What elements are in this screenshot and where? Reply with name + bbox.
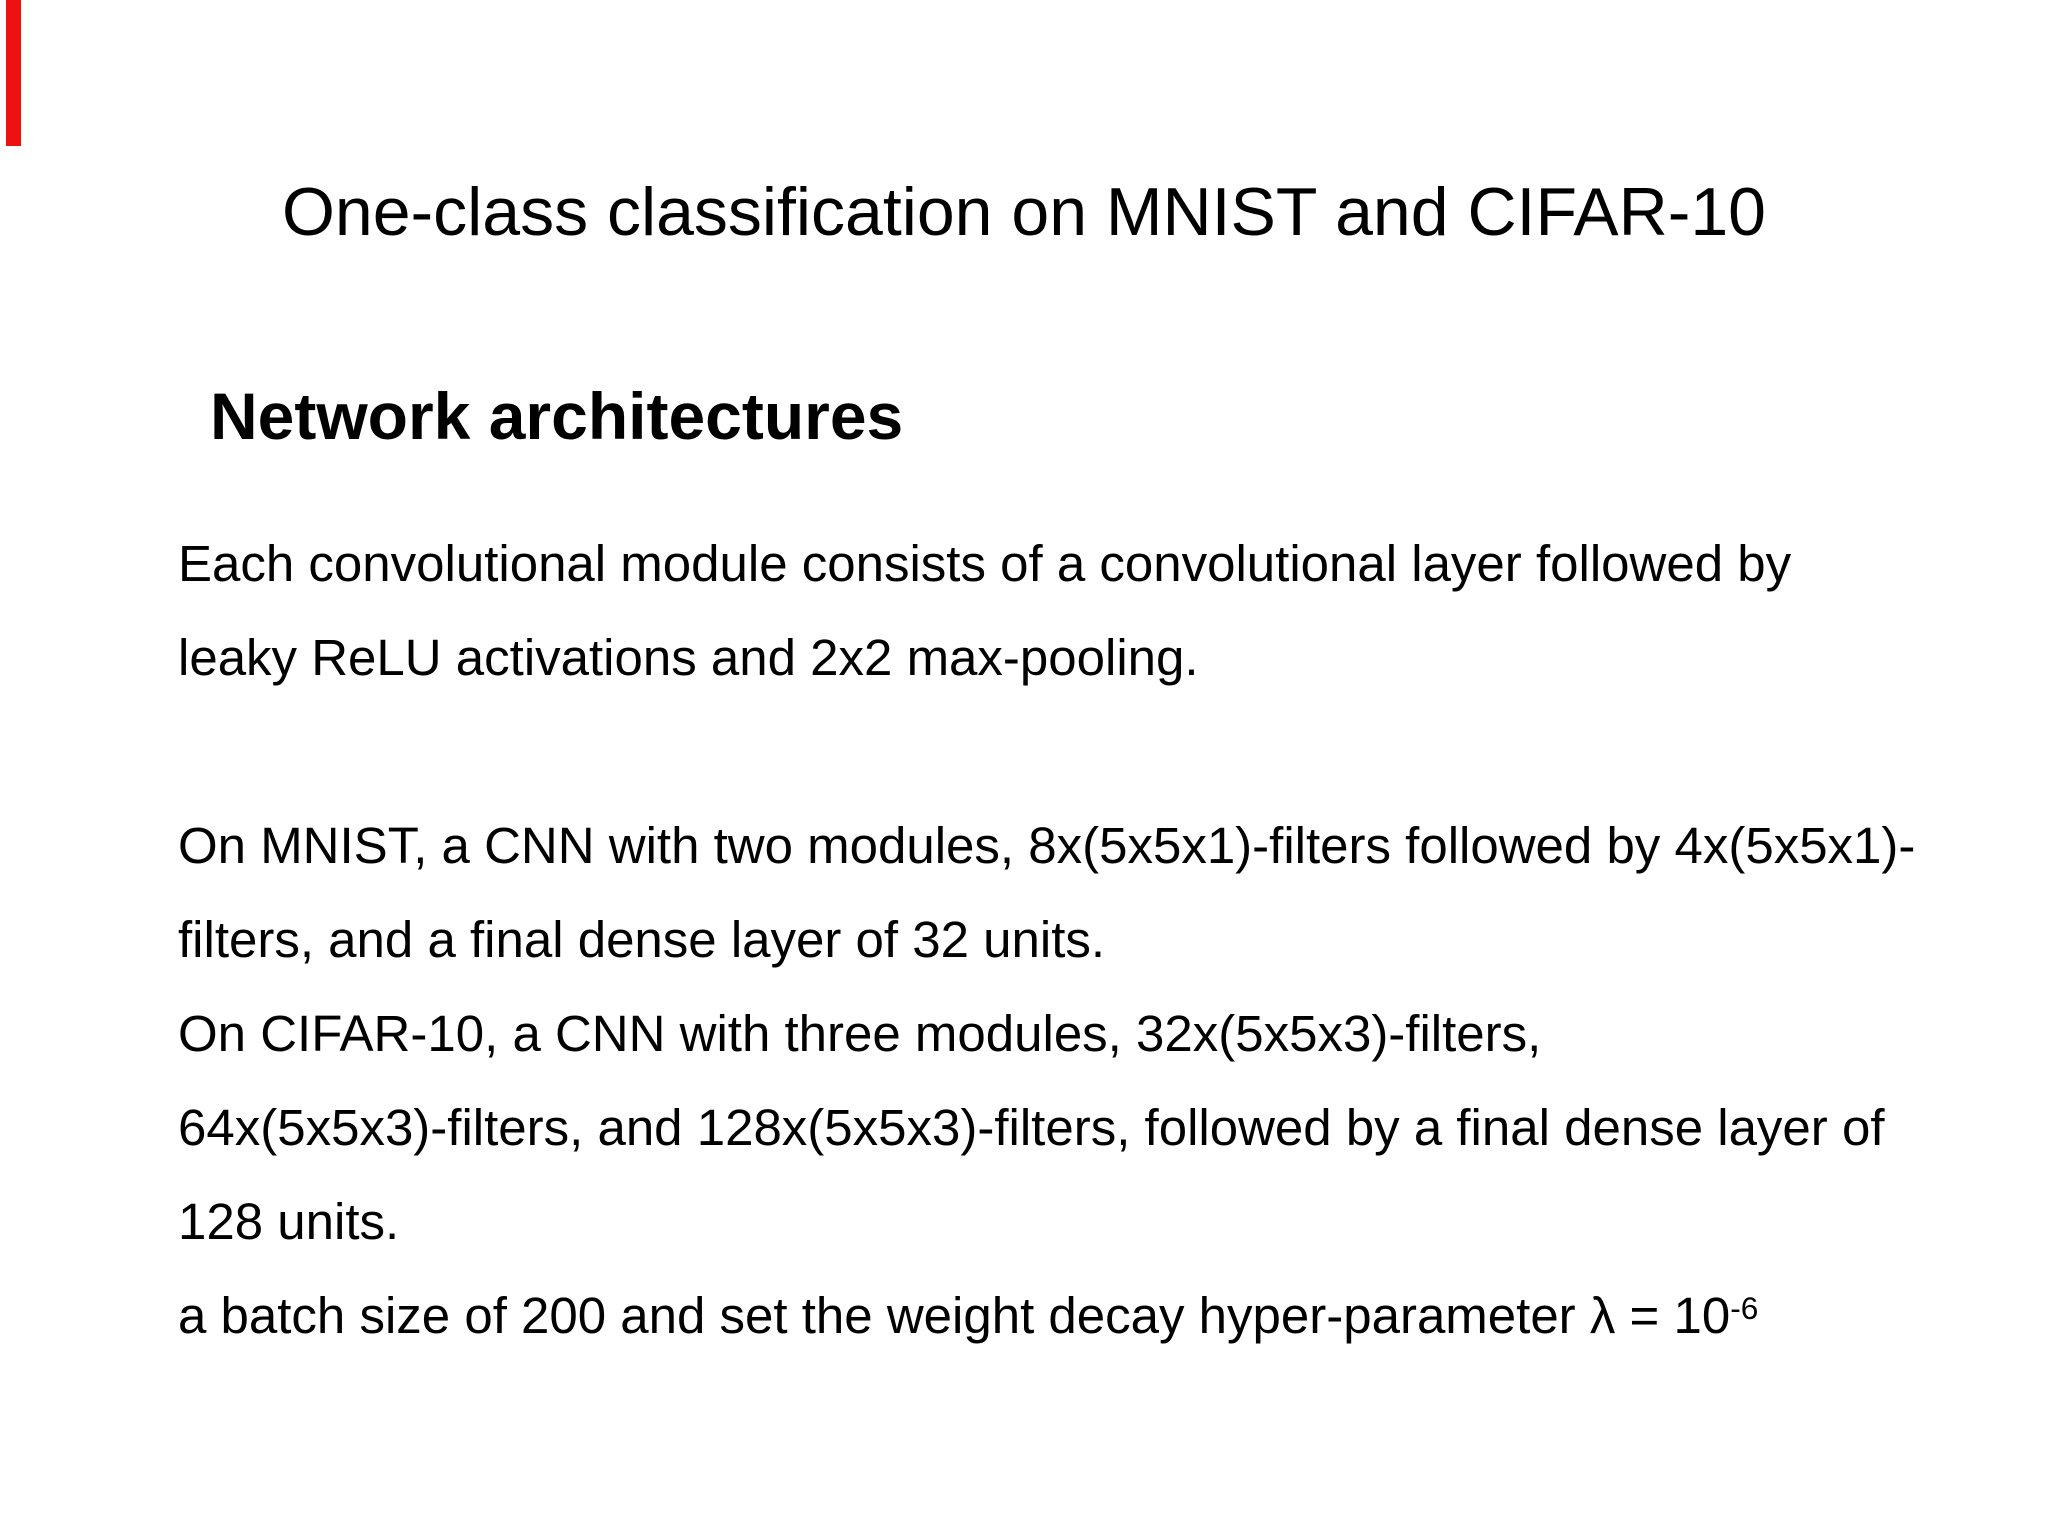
- text-line: On MNIST, a CNN with two modules, 8x(5x5…: [178, 817, 1916, 874]
- text-line: filters, and a final dense layer of 32 u…: [178, 911, 1106, 968]
- text-line: Each convolutional module consists of a …: [178, 535, 1792, 592]
- text-line: leaky ReLU activations and 2x2 max-pooli…: [178, 629, 1199, 686]
- paragraph-intro: Each convolutional module consists of a …: [178, 517, 1791, 705]
- text-line: 64x(5x5x3)-filters, and 128x(5x5x3)-filt…: [178, 1099, 1885, 1156]
- text-line-lambda: a batch size of 200 and set the weight d…: [178, 1269, 1915, 1369]
- lambda-exponent: -6: [1730, 1289, 1759, 1326]
- red-accent-bar: [6, 0, 21, 146]
- slide-title: One-class classification on MNIST and CI…: [282, 174, 1766, 250]
- section-heading: Network architectures: [210, 379, 904, 453]
- text-line: 128 units.: [178, 1193, 400, 1250]
- text-line: On CIFAR-10, a CNN with three modules, 3…: [178, 1005, 1542, 1062]
- lambda-line-text: a batch size of 200 and set the weight d…: [178, 1287, 1731, 1344]
- paragraph-architectures: On MNIST, a CNN with two modules, 8x(5x5…: [178, 799, 1915, 1369]
